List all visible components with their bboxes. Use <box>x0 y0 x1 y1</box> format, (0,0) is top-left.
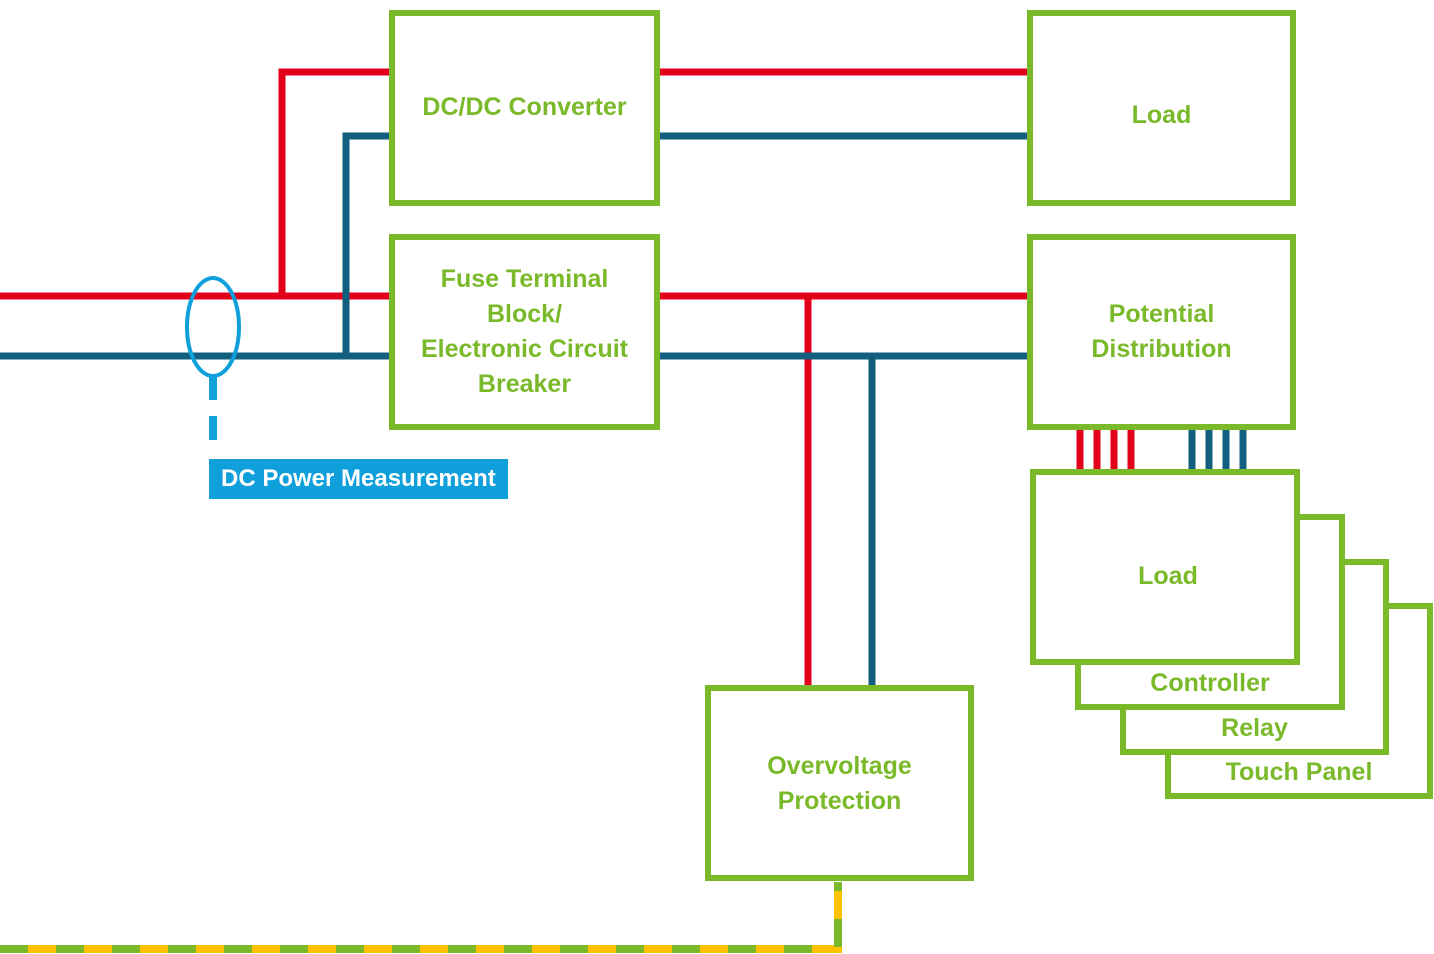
load-top-box <box>1027 10 1296 206</box>
dcdc-converter-label: DC/DC Converter <box>422 93 627 121</box>
fuse-terminal-label: Fuse Terminal Block/ Electronic Circuit … <box>421 265 628 398</box>
potential-distribution-label: Potential Distribution <box>1091 300 1232 363</box>
dcdc-converter-box <box>389 10 660 206</box>
fuse-terminal-box <box>389 234 660 430</box>
load-top-label: Load <box>1131 101 1192 129</box>
dc-power-measurement-tag: DC Power Measurement <box>209 459 508 499</box>
relay-label: Relay <box>1221 714 1288 742</box>
controller-label: Controller <box>1150 669 1270 697</box>
measurement-clamp <box>185 276 241 450</box>
potential-distribution-box <box>1027 234 1296 430</box>
touch-panel-label: Touch Panel <box>1225 758 1373 786</box>
negative-wires <box>0 132 1247 688</box>
load-stack-label: Load <box>1138 562 1198 590</box>
overvoltage-label: Overvoltage Protection <box>767 752 912 815</box>
ground-line <box>0 882 842 953</box>
overvoltage-box <box>705 685 974 881</box>
load-stack-box <box>1030 469 1300 665</box>
positive-wires <box>0 68 1135 688</box>
blocks <box>389 10 1433 881</box>
